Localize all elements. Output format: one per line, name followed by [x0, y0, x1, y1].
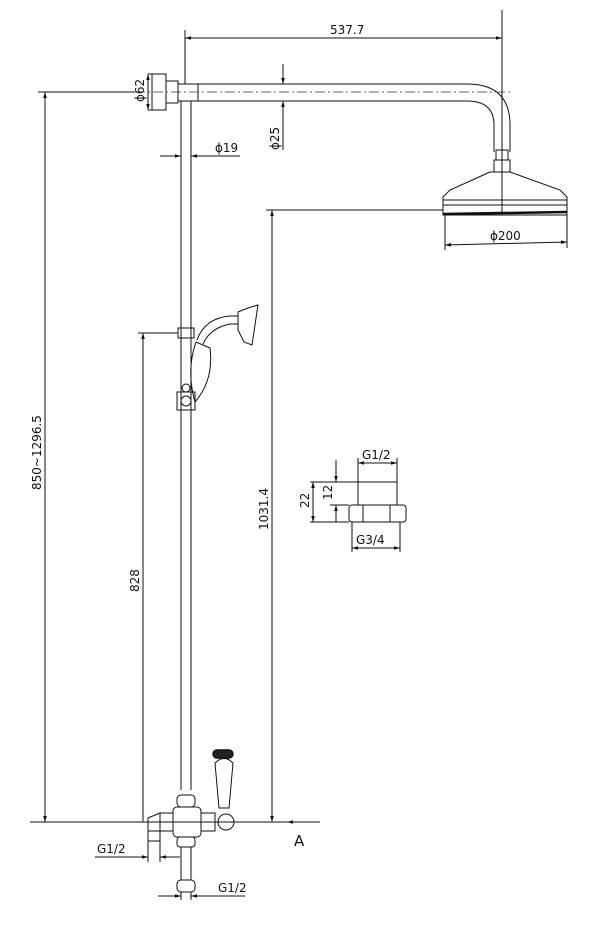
detail-top-thread: G1/2 — [362, 448, 391, 462]
shower-head — [442, 10, 568, 216]
view-label: A — [294, 832, 305, 850]
inlet-side-label: G1/2 — [97, 842, 126, 856]
dimension-arm-length: 537.7 — [184, 23, 502, 84]
overall-height-label: 850~1296.5 — [30, 415, 44, 490]
flange-dia-label: ϕ62 — [133, 79, 147, 102]
shower-arm — [135, 73, 511, 173]
inlet-bottom-label: G1/2 — [218, 881, 247, 895]
dimension-flange: ϕ62 — [133, 73, 166, 111]
detail-total-height: 22 — [298, 493, 312, 508]
dimension-riser-dia: ϕ19 — [160, 141, 240, 158]
detail-thread-height: 12 — [321, 485, 335, 500]
head-dia-label: ϕ200 — [490, 229, 521, 243]
fitting-detail: G1/2 G3/4 22 12 — [298, 448, 407, 552]
dimension-head-dia: ϕ200 — [444, 215, 568, 250]
arm-dia-label: ϕ25 — [268, 127, 282, 150]
detail-bottom-thread: G3/4 — [356, 533, 385, 547]
head-height-label: 1031.4 — [257, 488, 271, 530]
riser-dia-label: ϕ19 — [215, 141, 238, 155]
dimension-arm-dia: ϕ25 — [268, 64, 285, 150]
arm-length-label: 537.7 — [330, 23, 364, 37]
view-marker-a: A — [287, 820, 320, 850]
slider-height-label: 828 — [128, 569, 142, 592]
riser-pipe — [176, 101, 196, 790]
dimension-head-height: 1031.4 — [257, 209, 443, 822]
dimension-slider-height: 828 — [128, 332, 178, 822]
dimension-inlet-side: G1/2 — [95, 841, 180, 862]
hand-shower — [190, 304, 259, 403]
dimension-overall-height: 850~1296.5 — [30, 91, 135, 822]
dimension-inlet-bottom: G1/2 — [158, 881, 247, 900]
